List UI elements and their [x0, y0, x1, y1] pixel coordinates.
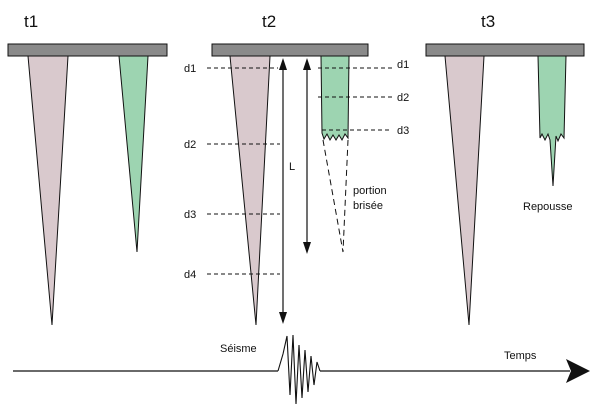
length-arrow-top-head: [279, 58, 287, 70]
panel-title-t3: t3: [481, 12, 495, 31]
cave-roof-t1: [7, 43, 168, 57]
broken-arrow-bottom-head: [303, 242, 311, 254]
stalactite-broken-t2: [320, 55, 350, 142]
stalactite-left-t2: [229, 55, 271, 326]
broken-portion-outline: [322, 139, 349, 253]
time-axis-label: Temps: [504, 350, 537, 362]
panel-title-t1: t1: [24, 12, 38, 31]
depth-label-d3-left: d3: [184, 209, 196, 221]
stalactite-left-t3: [444, 55, 485, 326]
cave-roof-t2: [211, 43, 369, 57]
stalactite-regrowth-t3: [537, 55, 567, 187]
seismogram-waveform: [277, 334, 321, 405]
length-label-L: L: [289, 161, 295, 173]
stalactite-left-t1: [27, 55, 69, 326]
broken-portion-label-line2: brisée: [353, 200, 383, 212]
depth-label-d1-left: d1: [184, 63, 196, 75]
cave-roof-t3: [425, 43, 585, 57]
time-axis-arrowhead: [566, 359, 590, 383]
depth-label-d3-right: d3: [397, 125, 409, 137]
stalactite-right-t1: [118, 55, 149, 253]
panel-title-t2: t2: [262, 12, 276, 31]
depth-label-d2-left: d2: [184, 139, 196, 151]
depth-label-d2-right: d2: [397, 92, 409, 104]
broken-portion-label-line1: portion: [353, 185, 387, 197]
earthquake-label: Séisme: [220, 343, 257, 355]
regrowth-label: Repousse: [523, 201, 573, 213]
depth-label-d4-left: d4: [184, 269, 196, 281]
length-arrow-bottom-head: [279, 312, 287, 324]
broken-arrow-top-head: [303, 58, 311, 70]
depth-label-d1-right: d1: [397, 59, 409, 71]
